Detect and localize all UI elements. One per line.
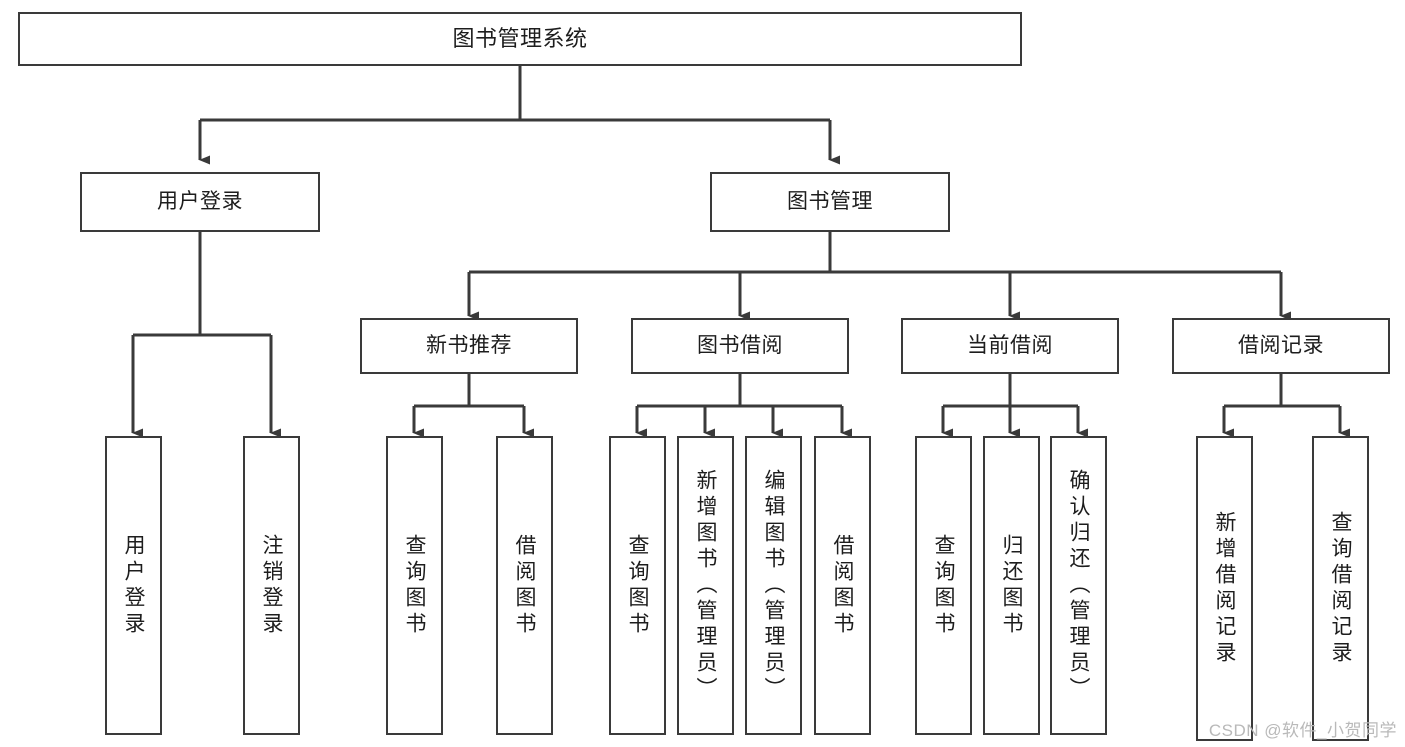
csdn-watermark: CSDN @软件_小贺同学 [1208, 721, 1397, 740]
node-leaf-borrow-borrow-book[interactable]: 借阅图书 [814, 436, 871, 735]
node-root-system[interactable]: 图书管理系统 [18, 12, 1022, 66]
node-label: 查询借阅记录 [1329, 510, 1352, 667]
node-leaf-borrow-edit-book-admin[interactable]: 编辑图书（管理员） [745, 436, 802, 735]
node-label: 新增图书（管理员） [694, 468, 717, 703]
node-leaf-current-confirm-return-admin[interactable]: 确认归还（管理员） [1050, 436, 1107, 735]
node-leaf-record-add-borrow-record[interactable]: 新增借阅记录 [1196, 436, 1253, 741]
node-label: 用户登录 [157, 189, 243, 213]
node-leaf-user-logout[interactable]: 注销登录 [243, 436, 300, 735]
node-branch-book-management[interactable]: 图书管理 [710, 172, 950, 232]
node-leaf-borrow-query-book[interactable]: 查询图书 [609, 436, 666, 735]
node-leaf-recommend-query-book[interactable]: 查询图书 [386, 436, 443, 735]
node-label: 图书管理系统 [452, 26, 588, 52]
node-label: 当前借阅 [967, 333, 1053, 357]
node-label: 用户登录 [122, 533, 145, 638]
node-label: 注销登录 [260, 533, 283, 638]
node-leaf-current-return-book[interactable]: 归还图书 [983, 436, 1040, 735]
node-label: 新增借阅记录 [1213, 510, 1236, 667]
node-label: 查询图书 [932, 533, 955, 638]
node-label: 查询图书 [626, 533, 649, 638]
node-label: 图书管理 [787, 189, 873, 213]
node-label: 归还图书 [1000, 533, 1023, 638]
node-group-current-borrow[interactable]: 当前借阅 [901, 318, 1119, 374]
node-group-new-book-recommend[interactable]: 新书推荐 [360, 318, 578, 374]
node-leaf-user-login[interactable]: 用户登录 [105, 436, 162, 735]
node-label: 借阅图书 [831, 533, 854, 638]
node-label: 图书借阅 [697, 333, 783, 357]
node-label: 借阅图书 [513, 533, 536, 638]
node-leaf-borrow-add-book-admin[interactable]: 新增图书（管理员） [677, 436, 734, 735]
node-leaf-current-query-book[interactable]: 查询图书 [915, 436, 972, 735]
node-group-borrow-record[interactable]: 借阅记录 [1172, 318, 1390, 374]
node-label: 查询图书 [403, 533, 426, 638]
node-leaf-recommend-borrow-book[interactable]: 借阅图书 [496, 436, 553, 735]
node-label: 借阅记录 [1238, 333, 1324, 357]
node-label: 确认归还（管理员） [1067, 468, 1090, 703]
node-branch-user-login[interactable]: 用户登录 [80, 172, 320, 232]
node-leaf-record-query-borrow-record[interactable]: 查询借阅记录 [1312, 436, 1369, 741]
node-group-book-borrow[interactable]: 图书借阅 [631, 318, 849, 374]
node-label: 编辑图书（管理员） [762, 468, 785, 703]
node-label: 新书推荐 [426, 333, 512, 357]
